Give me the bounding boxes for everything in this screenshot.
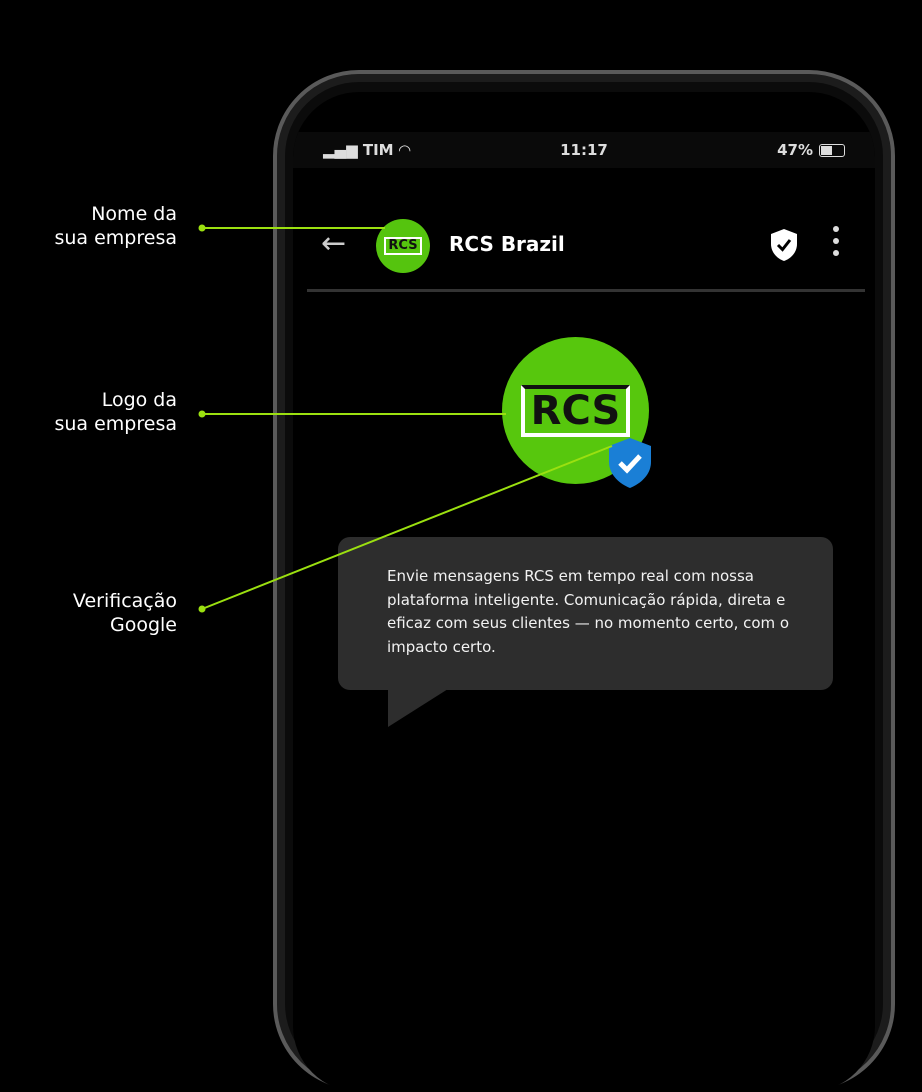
message-text: Envie mensagens RCS em tempo real com no… (387, 567, 790, 656)
annotation-line: Nome da (91, 203, 177, 225)
annotation-line: Logo da (101, 389, 177, 411)
wifi-icon: ◠ (398, 141, 411, 159)
battery-icon (819, 143, 845, 157)
battery-percent: 47% (777, 141, 813, 159)
chat-header: ← RCS RCS Brazil (293, 212, 875, 282)
carrier: ▂▄▆ TIM ◠ (323, 141, 411, 159)
annotation-line: sua empresa (54, 227, 177, 249)
verified-shield-icon[interactable] (769, 228, 799, 262)
header-divider (307, 289, 865, 292)
annotation-line: Verificação (72, 590, 177, 612)
carrier-name: TIM (362, 141, 394, 159)
back-arrow-icon[interactable]: ← (321, 226, 347, 261)
line-verification (201, 445, 613, 610)
business-name: RCS Brazil (449, 232, 565, 256)
clock: 11:17 (560, 141, 608, 159)
dot-name (198, 224, 206, 232)
more-options-icon[interactable] (833, 226, 839, 256)
avatar-logo-text: RCS (384, 237, 422, 255)
verified-badge-icon (609, 438, 651, 488)
logo-text: RCS (520, 384, 631, 437)
annotation-lines (198, 224, 613, 613)
dot-logo (198, 410, 206, 418)
avatar[interactable]: RCS (376, 219, 430, 273)
message-bubble: Envie mensagens RCS em tempo real com no… (338, 537, 833, 690)
dot-verification (198, 605, 206, 613)
annotation-line: Google (109, 614, 177, 636)
status-bar: ▂▄▆ TIM ◠ 11:17 47% (293, 132, 875, 168)
bubble-tail (388, 689, 448, 727)
annotation-line: sua empresa (54, 413, 177, 435)
